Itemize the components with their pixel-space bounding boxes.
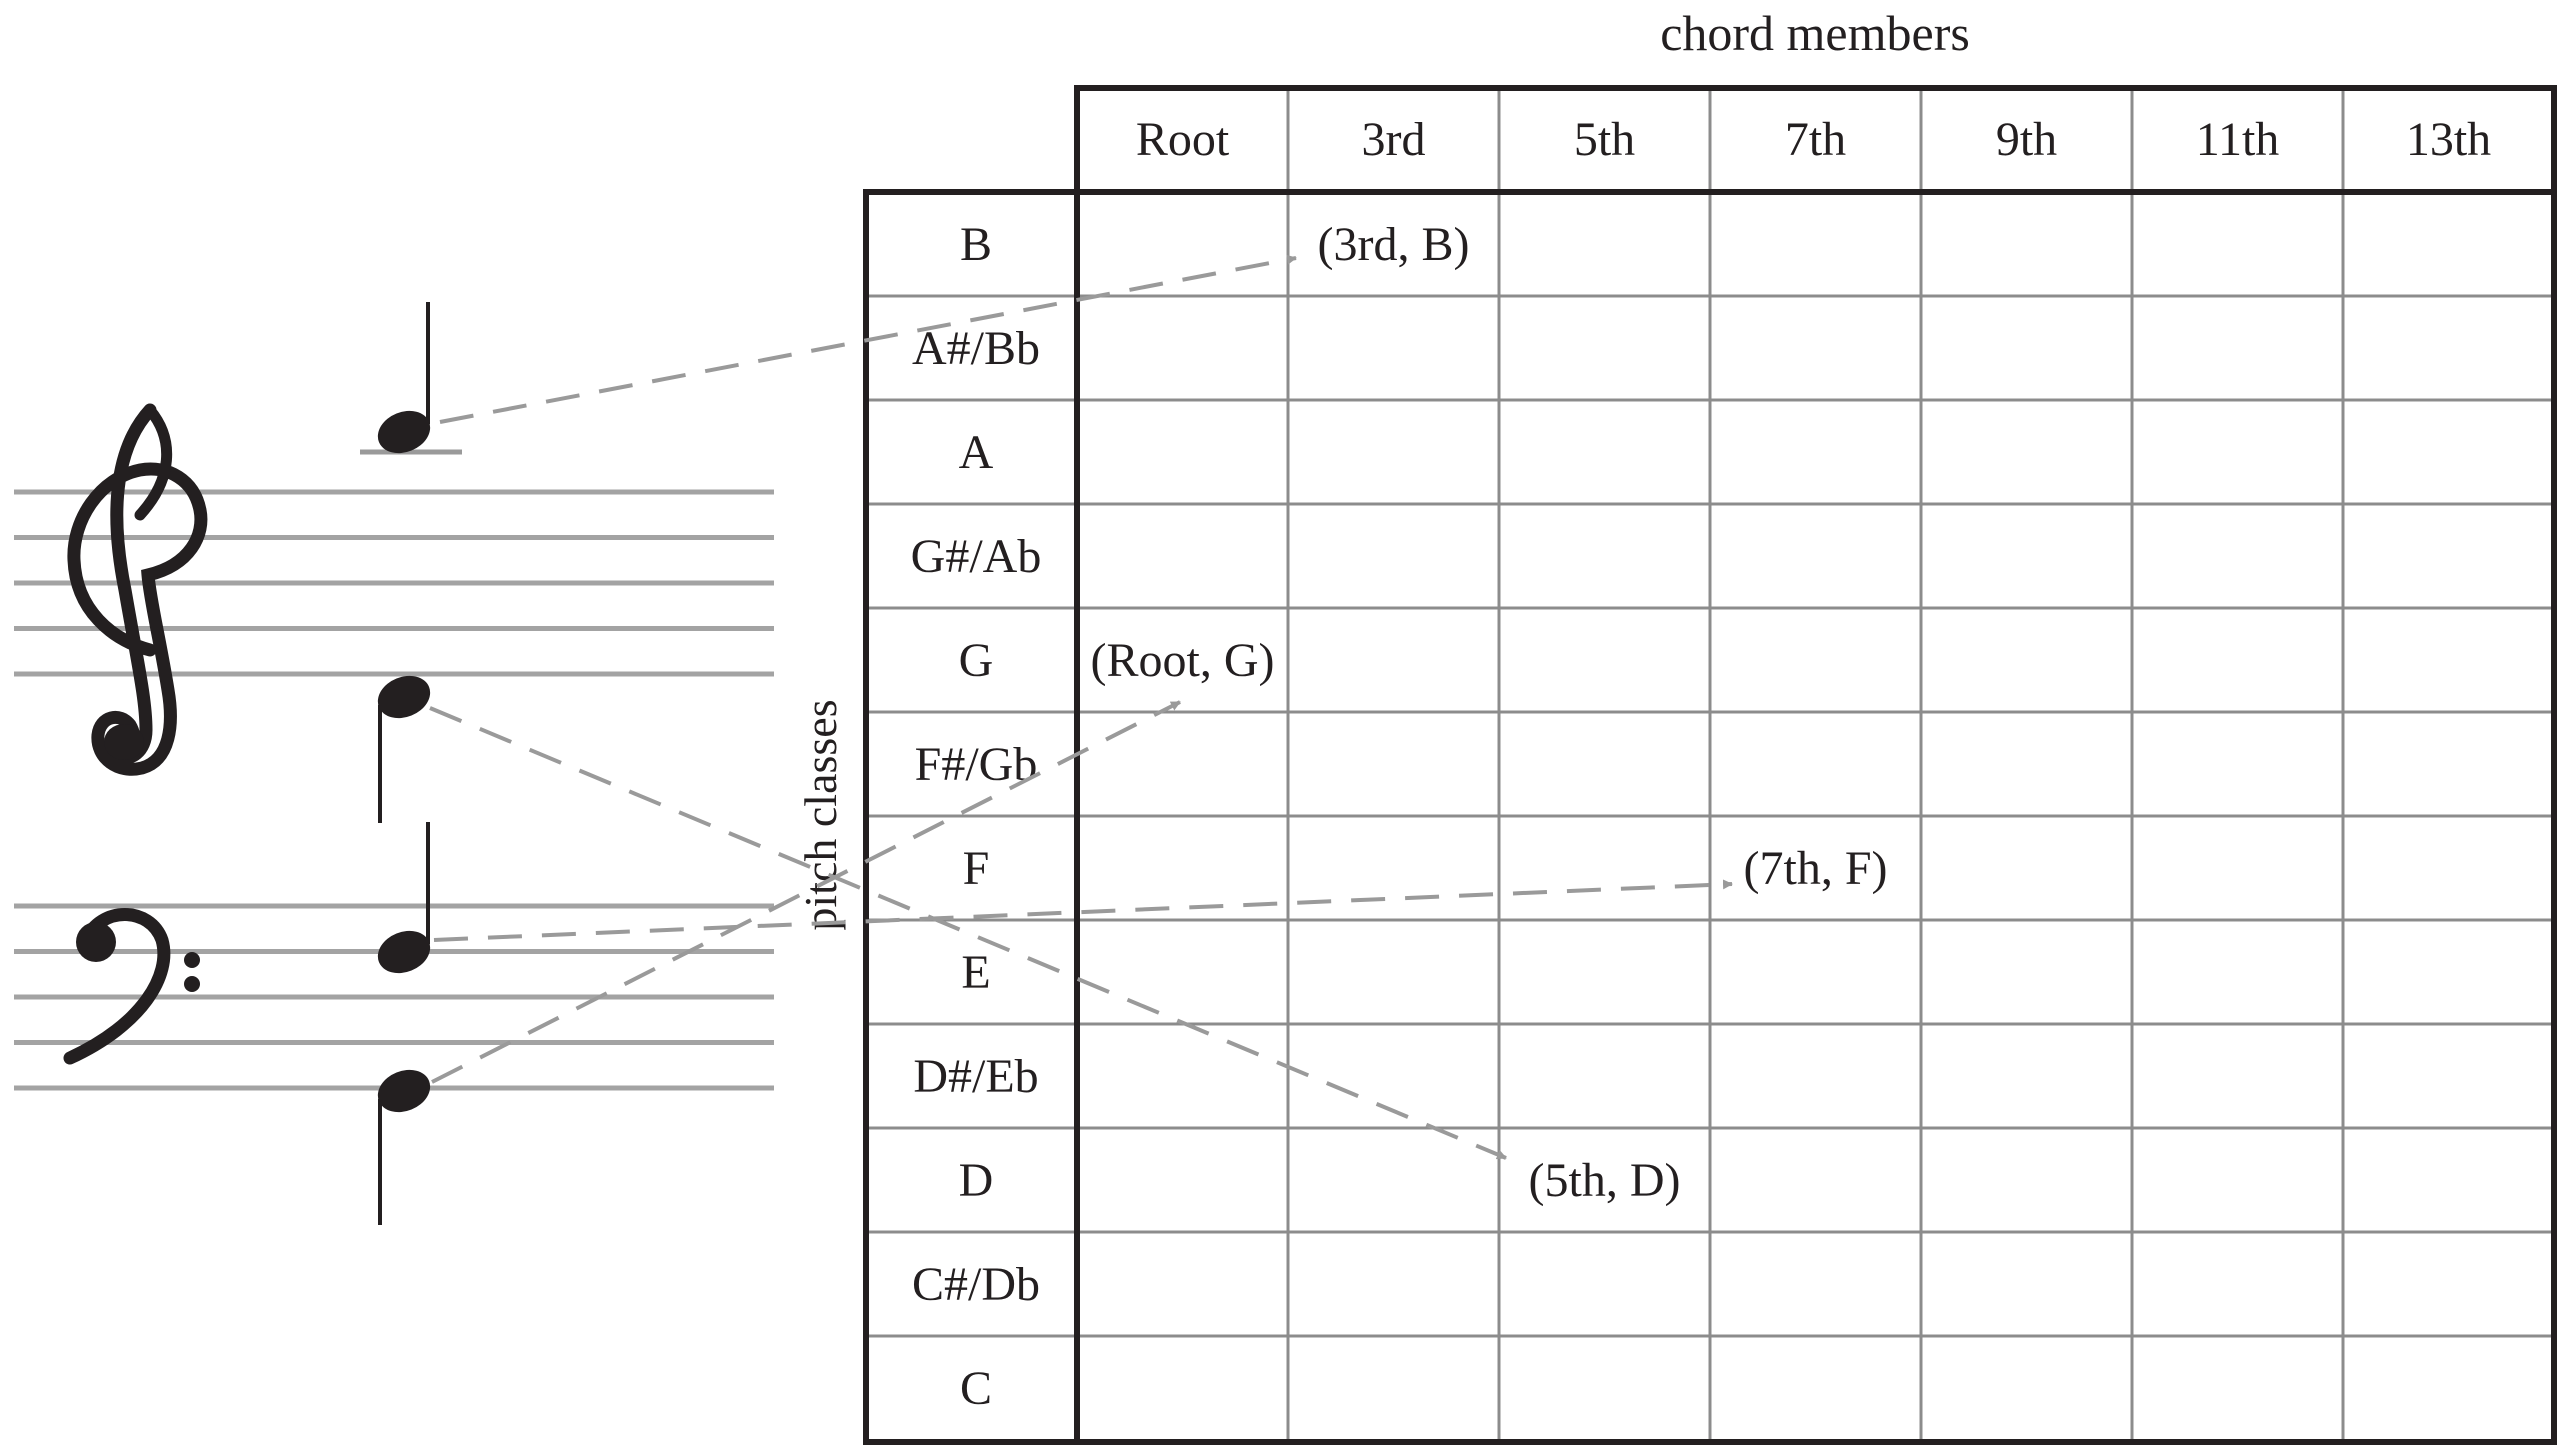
column-header: 9th xyxy=(1996,113,2057,166)
note-treble-ledger-b xyxy=(360,302,462,455)
column-header: 7th xyxy=(1785,113,1846,166)
row-header: B xyxy=(960,218,992,271)
row-header: C xyxy=(960,1362,992,1415)
row-header: G#/Ab xyxy=(911,530,1042,583)
cell-label-7th: (7th, F) xyxy=(1744,842,1888,895)
bass-clef-icon xyxy=(63,908,200,1065)
cell-label-5th: (5th, D) xyxy=(1529,1154,1681,1207)
column-header: 3rd xyxy=(1362,113,1426,166)
row-header: G xyxy=(959,634,994,687)
notehead xyxy=(377,410,431,454)
notehead xyxy=(377,1069,431,1113)
cell-label-root: (Root, G) xyxy=(1091,634,1275,687)
row-header: A#/Bb xyxy=(912,322,1040,375)
row-header: D xyxy=(959,1154,994,1207)
column-header: 5th xyxy=(1574,113,1635,166)
treble-clef-icon xyxy=(67,403,208,776)
column-header: Root xyxy=(1136,113,1230,166)
grid-frame xyxy=(1074,189,2557,1445)
row-header: C#/Db xyxy=(912,1258,1040,1311)
mapping-arrow-5th xyxy=(429,706,1507,1160)
column-headers: Root 3rd 5th 7th 9th 11th 13th xyxy=(1136,113,2491,166)
row-header: F xyxy=(963,842,990,895)
column-axis-title: chord members xyxy=(1660,5,1970,61)
cell-label-3rd: (3rd, B) xyxy=(1318,218,1470,271)
note-treble-g xyxy=(377,675,431,823)
table-frame xyxy=(863,85,2557,1445)
column-header: 13th xyxy=(2406,113,2491,166)
grid-lines xyxy=(866,88,2554,1440)
note-bass-f xyxy=(377,822,431,974)
mapping-arrows xyxy=(429,254,1733,1160)
notehead xyxy=(377,930,431,974)
note-bass-g xyxy=(377,1069,431,1225)
row-header: D#/Eb xyxy=(913,1050,1038,1103)
row-header: A xyxy=(959,426,994,479)
notehead xyxy=(377,675,431,719)
mapping-labels: (3rd, B) (5th, D) (7th, F) (Root, G) xyxy=(1091,218,1888,1207)
row-header: E xyxy=(961,946,990,999)
column-header: 11th xyxy=(2196,113,2280,166)
row-header: F#/Gb xyxy=(915,738,1038,791)
row-axis-title: pitch classes xyxy=(795,699,846,930)
mapping-arrow-root xyxy=(431,700,1181,1084)
mapping-arrow-3rd xyxy=(439,254,1297,424)
mapping-arrow-7th xyxy=(433,879,1733,942)
